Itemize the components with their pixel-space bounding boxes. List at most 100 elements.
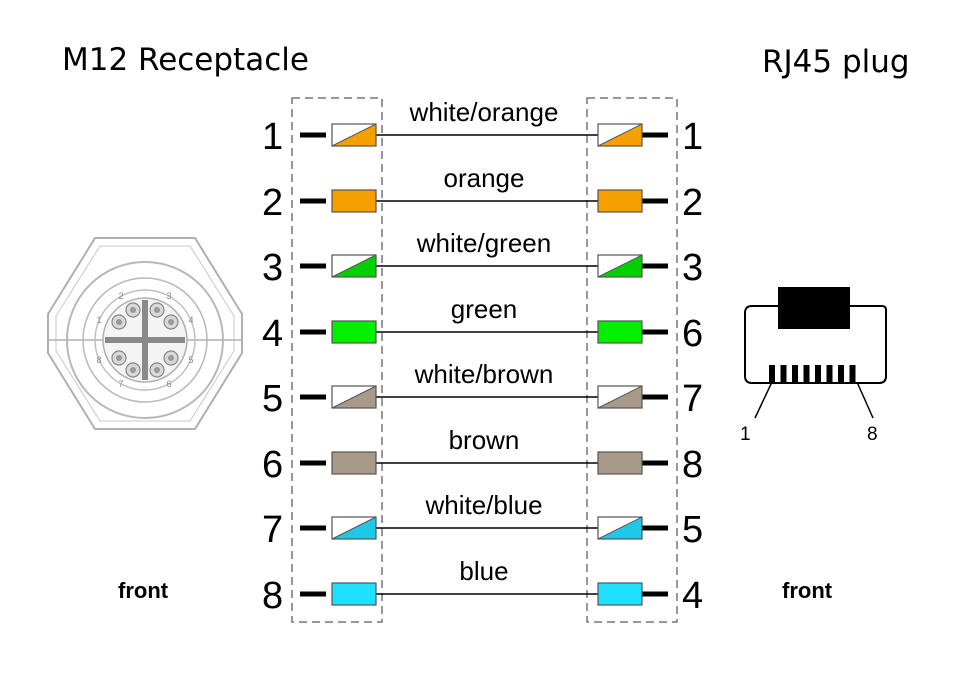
m12-pin-contacts: 1 2 3 4 5 6 7 8 — [96, 291, 193, 389]
m12-face-pin-label: 4 — [188, 315, 193, 325]
m12-outer-ring — [66, 261, 224, 419]
m12-pin-number: 8 — [262, 575, 283, 617]
m12-pin-contact-center — [116, 355, 122, 361]
left-wire-color-swatch-diagonal — [331, 385, 377, 409]
rj45-contact — [803, 365, 810, 383]
m12-ring-3 — [94, 289, 196, 391]
m12-cross-key-horizontal — [105, 337, 185, 343]
rj45-contacts — [769, 365, 856, 383]
wire-color-label: blue — [459, 556, 508, 586]
wire-color-label: brown — [449, 425, 520, 455]
wire-color-label: orange — [444, 163, 525, 193]
m12-face-pin-label: 5 — [188, 355, 193, 365]
rj45-pin1-label: 1 — [740, 424, 751, 445]
left-wire-color-swatch — [331, 451, 377, 475]
m12-receptacle-title: M12 Receptacle — [62, 42, 309, 78]
rj45-pin-number: 3 — [682, 247, 703, 289]
m12-pin-contact-center — [168, 355, 174, 361]
rj45-pin1-leader — [754, 381, 773, 419]
rj45-front-label: front — [782, 578, 833, 603]
rj45-pin-number: 6 — [682, 313, 703, 355]
m12-face-pin-label: 7 — [118, 379, 123, 389]
m12-pin-contact-center — [154, 307, 160, 313]
rj45-pin-number: 4 — [682, 575, 703, 617]
wire-row: 2 orange 2 — [262, 163, 703, 224]
m12-pin-number: 2 — [262, 182, 283, 224]
right-wire-color-swatch — [597, 451, 643, 475]
left-wire-color-swatch — [331, 582, 377, 606]
wire-color-label: white/green — [416, 228, 551, 258]
right-pin-group-box — [586, 97, 678, 623]
rj45-locking-tab — [778, 287, 850, 329]
wire-row: 3 white/green 3 — [262, 228, 703, 289]
m12-pin-contact-center — [130, 307, 136, 313]
m12-face-pin-label: 2 — [118, 291, 123, 301]
left-wire-color-swatch — [331, 254, 377, 278]
m12-hex-nut — [47, 237, 243, 430]
m12-pin-number: 4 — [262, 313, 283, 355]
wire-color-label: white/blue — [424, 490, 542, 520]
wire-color-label: white/orange — [409, 97, 559, 127]
m12-pin-contact-center — [168, 319, 174, 325]
left-wire-color-swatch-diagonal — [331, 516, 377, 540]
m12-hex-nut-inner — [55, 245, 235, 422]
left-wire-color-swatch — [331, 123, 377, 147]
left-pin-group-box — [291, 97, 383, 623]
right-wire-color-swatch — [597, 582, 643, 606]
right-wire-color-swatch-diagonal — [597, 385, 643, 409]
rj45-plug-front-view — [744, 287, 887, 419]
rj45-contact — [838, 365, 844, 383]
m12-connector-front-view: 1 2 3 4 5 6 7 8 — [47, 237, 243, 430]
m12-pin-number: 1 — [262, 116, 283, 158]
left-wire-color-swatch — [331, 516, 377, 540]
wire-color-label: green — [451, 294, 518, 324]
wire-rows: 1 white/orange 1 2 orange 2 3 white/green 3 4 gree… — [262, 97, 703, 617]
rj45-contact — [815, 365, 821, 383]
right-wire-color-swatch-diagonal — [597, 123, 643, 147]
right-wire-color-swatch — [597, 254, 643, 278]
left-wire-color-swatch-diagonal — [331, 123, 377, 147]
rj45-contact — [780, 365, 787, 383]
wire-row: 6 brown 8 — [262, 425, 703, 486]
rj45-pin-number: 5 — [682, 509, 703, 551]
m12-front-label: front — [118, 578, 169, 603]
right-wire-color-swatch-diagonal — [597, 254, 643, 278]
wire-color-label: white/brown — [414, 359, 554, 389]
rj45-plug-title: RJ45 plug — [762, 44, 910, 80]
wire-row: 4 green 6 — [262, 294, 703, 355]
m12-pin-contact-center — [154, 367, 160, 373]
right-wire-color-swatch — [597, 385, 643, 409]
rj45-contact — [792, 365, 798, 383]
right-wire-color-swatch-diagonal — [597, 516, 643, 540]
right-wire-color-swatch — [597, 123, 643, 147]
m12-face-pin-label: 6 — [166, 379, 171, 389]
right-wire-color-swatch — [597, 516, 643, 540]
rj45-contact — [769, 365, 775, 383]
rj45-pin-number: 8 — [682, 444, 703, 486]
rj45-pin8-label: 8 — [867, 424, 878, 445]
rj45-contact — [826, 365, 833, 383]
m12-face-pin-label: 1 — [96, 315, 101, 325]
left-wire-color-swatch — [331, 385, 377, 409]
rj45-pin8-leader — [856, 381, 874, 419]
right-wire-color-swatch — [597, 189, 643, 213]
rj45-pin-number: 1 — [682, 116, 703, 158]
left-wire-color-swatch — [331, 189, 377, 213]
m12-face-pin-label: 8 — [96, 355, 101, 365]
rj45-pin-number: 2 — [682, 182, 703, 224]
right-wire-color-swatch — [597, 320, 643, 344]
m12-pin-contact-center — [116, 319, 122, 325]
m12-pin-number: 5 — [262, 378, 283, 420]
m12-pin-number: 7 — [262, 509, 283, 551]
m12-pin-number: 6 — [262, 444, 283, 486]
rj45-contact — [849, 365, 856, 383]
m12-face-pin-label: 3 — [166, 291, 171, 301]
m12-pin-contact-center — [130, 367, 136, 373]
m12-pin-number: 3 — [262, 247, 283, 289]
left-wire-color-swatch-diagonal — [331, 254, 377, 278]
left-wire-color-swatch — [331, 320, 377, 344]
wire-row: 1 white/orange 1 — [262, 97, 703, 158]
wire-row: 8 blue 4 — [262, 556, 703, 617]
